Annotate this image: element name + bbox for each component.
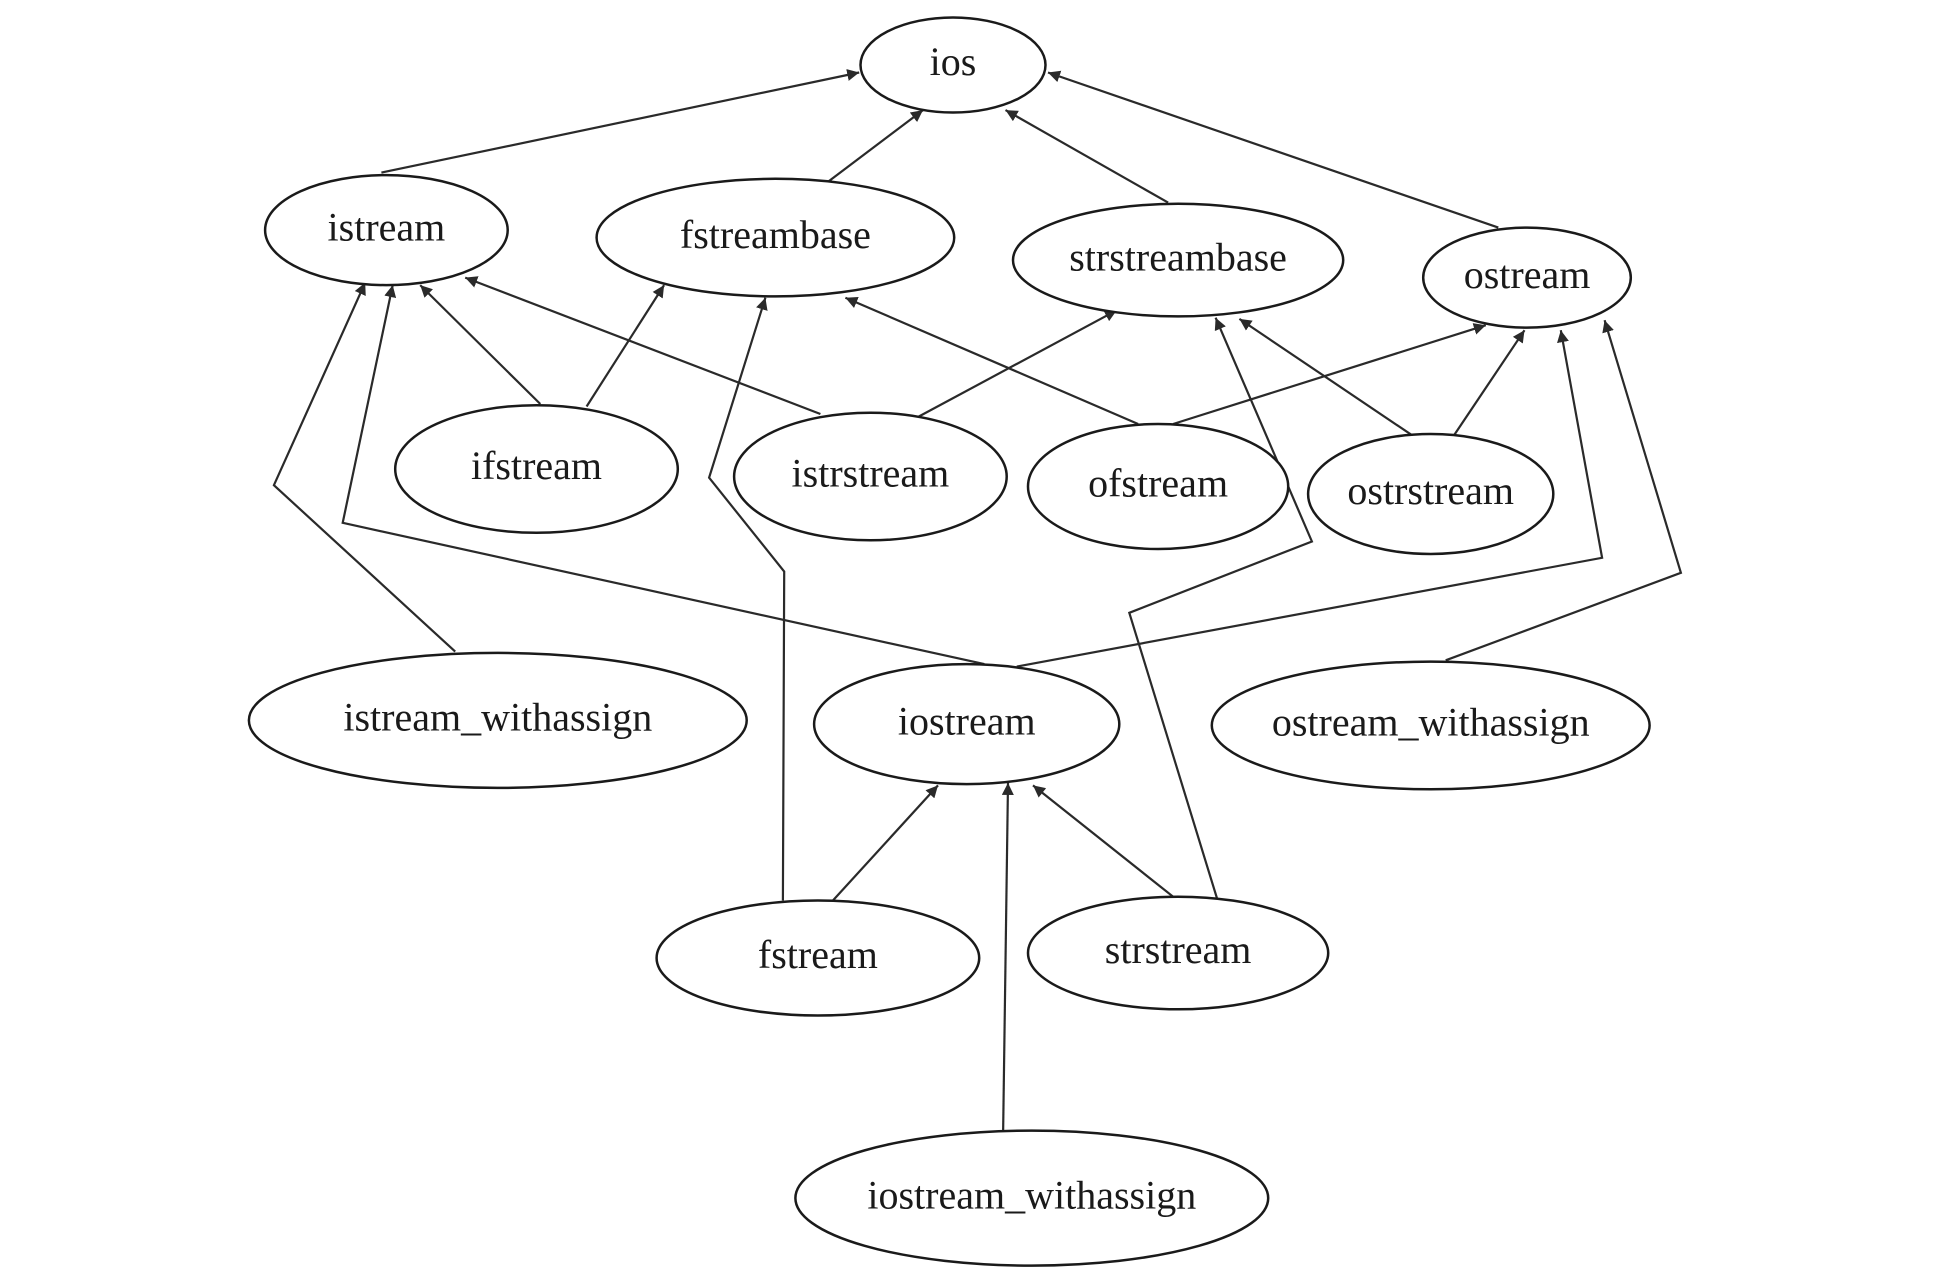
node-label: istrstream — [792, 451, 950, 496]
node-label: ostream_withassign — [1272, 700, 1590, 745]
edges-layer — [272, 69, 1683, 1141]
edge-strstream-to-iostream — [1032, 784, 1174, 898]
node-ellipse — [595, 177, 956, 298]
node-ellipse — [1421, 226, 1633, 329]
edge-ostream_withassign-to-ostream — [1445, 319, 1683, 662]
edge-istrstream-to-strstreambase — [913, 309, 1118, 420]
node-label: iostream — [898, 698, 1036, 743]
node-ellipse — [655, 899, 981, 1017]
node-ifstream: ifstream — [393, 403, 680, 535]
edge-istream_withassign-to-istream — [272, 282, 456, 653]
node-istream-withassign: istream_withassign — [247, 651, 748, 790]
node-strstreambase: strstreambase — [1011, 202, 1345, 318]
edge-strstreambase-to-ios — [1004, 109, 1169, 204]
node-ellipse — [732, 411, 1008, 542]
node-label: ofstream — [1088, 461, 1228, 506]
node-iostream: iostream — [812, 662, 1121, 786]
edge-ifstream-to-fstreambase — [585, 284, 666, 408]
node-iostream-withassign: iostream_withassign — [794, 1129, 1270, 1267]
edge-fstream-to-fstreambase — [707, 297, 786, 901]
node-ellipse — [812, 662, 1121, 786]
node-label: ios — [930, 39, 977, 84]
node-label: fstream — [758, 932, 878, 977]
node-label: fstreambase — [680, 212, 871, 257]
edge-ofstream-to-ostream — [1172, 323, 1487, 426]
node-ellipse — [1026, 422, 1290, 551]
node-ellipse — [263, 173, 509, 287]
edge-ostrstream-to-strstreambase — [1238, 317, 1413, 437]
node-ellipse — [1306, 432, 1555, 556]
edge-istream-to-ios — [381, 69, 860, 174]
nodes-layer: ios istream fstreambase strstreambase ostrea… — [247, 16, 1651, 1267]
node-ellipse — [393, 403, 680, 535]
node-ellipse — [247, 651, 748, 790]
edge-iostream-to-ostream — [1016, 330, 1604, 668]
edge-istrstream-to-istream — [464, 276, 821, 416]
node-ios: ios — [859, 16, 1047, 114]
node-istream: istream — [263, 173, 509, 287]
node-label: strstream — [1105, 927, 1252, 972]
node-ellipse — [794, 1129, 1270, 1267]
node-label: ifstream — [471, 443, 602, 488]
edge-iostream_withassign-to-iostream — [1001, 782, 1014, 1141]
edge-ifstream-to-istream — [419, 284, 542, 405]
edge-ostream-to-ios — [1047, 70, 1499, 229]
node-ofstream: ofstream — [1026, 422, 1290, 551]
node-label: ostrstream — [1347, 468, 1514, 513]
edge-fstreambase-to-ios — [824, 109, 924, 185]
node-strstream: strstream — [1026, 895, 1330, 1011]
node-ellipse — [1210, 660, 1651, 791]
edge-ofstream-to-fstreambase — [844, 296, 1139, 426]
node-ellipse — [1026, 895, 1330, 1011]
node-label: ostream — [1464, 252, 1591, 297]
edge-strstream-to-strstreambase — [1127, 317, 1314, 899]
node-label: istream — [328, 204, 446, 249]
node-fstreambase: fstreambase — [595, 177, 956, 298]
node-label: iostream_withassign — [867, 1172, 1196, 1217]
node-ostrstream: ostrstream — [1306, 432, 1555, 556]
node-ostream-withassign: ostream_withassign — [1210, 660, 1651, 791]
edge-iostream-to-istream — [341, 284, 985, 666]
edge-ostrstream-to-ostream — [1452, 329, 1526, 438]
edge-fstream-to-iostream — [832, 784, 939, 902]
node-ellipse — [859, 16, 1047, 114]
node-ellipse — [1011, 202, 1345, 318]
node-istrstream: istrstream — [732, 411, 1008, 542]
node-label: istream_withassign — [343, 695, 652, 740]
node-label: strstreambase — [1069, 234, 1287, 279]
node-fstream: fstream — [655, 899, 981, 1017]
node-ostream: ostream — [1421, 226, 1633, 329]
